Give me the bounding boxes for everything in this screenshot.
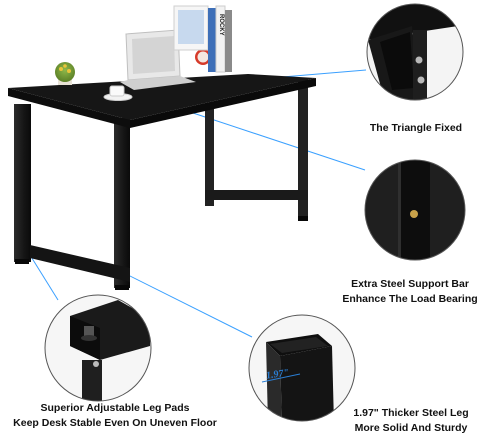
desk-frame [14,78,308,290]
plant-icon [55,62,75,82]
book [208,8,216,72]
detail-leg-pads [44,294,152,402]
book-spine-text: ROCKY [218,14,224,36]
desktop-top [8,74,316,128]
detail-support-bar [364,159,466,261]
caption-support-bar: Extra Steel Support Bar Enhance The Load… [330,277,490,307]
detail-triangle-fixed [366,3,464,101]
caption-text: Keep Desk Stable Even On Uneven Floor [13,417,217,429]
caption-text: 1.97" Thicker Steel Leg [353,407,469,419]
caption-text: More Solid And Sturdy [354,422,468,434]
caption-text: Enhance The Load Bearing [342,293,478,305]
caption-text: The Triangle Fixed [369,122,463,134]
caption-text: Extra Steel Support Bar [351,278,469,290]
detail-thick-leg [248,314,356,422]
book [225,10,232,72]
caption-thick-leg: 1.97" Thicker Steel Leg More Solid And S… [338,406,484,436]
desk-items: ROCKY [55,5,232,101]
caption-leg-pads: Superior Adjustable Leg Pads Keep Desk S… [10,401,220,431]
caption-triangle-fixed: The Triangle Fixed [352,121,480,136]
cup-icon [109,85,125,97]
caption-text: Superior Adjustable Leg Pads [40,402,190,414]
